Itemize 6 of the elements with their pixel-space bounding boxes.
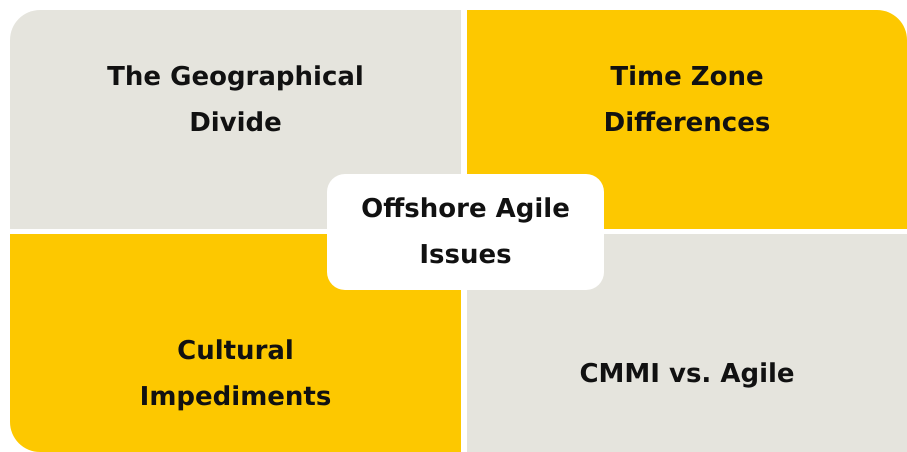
node-label: CMMI vs. Agile	[578, 358, 796, 391]
center-box	[327, 174, 604, 290]
node-label: The Geographical Divide	[106, 61, 365, 140]
node-label: Offshore Agile Issues	[360, 193, 571, 272]
node-label: Cultural Impediments	[138, 335, 332, 414]
node-label: Time Zone Differences	[602, 61, 772, 140]
